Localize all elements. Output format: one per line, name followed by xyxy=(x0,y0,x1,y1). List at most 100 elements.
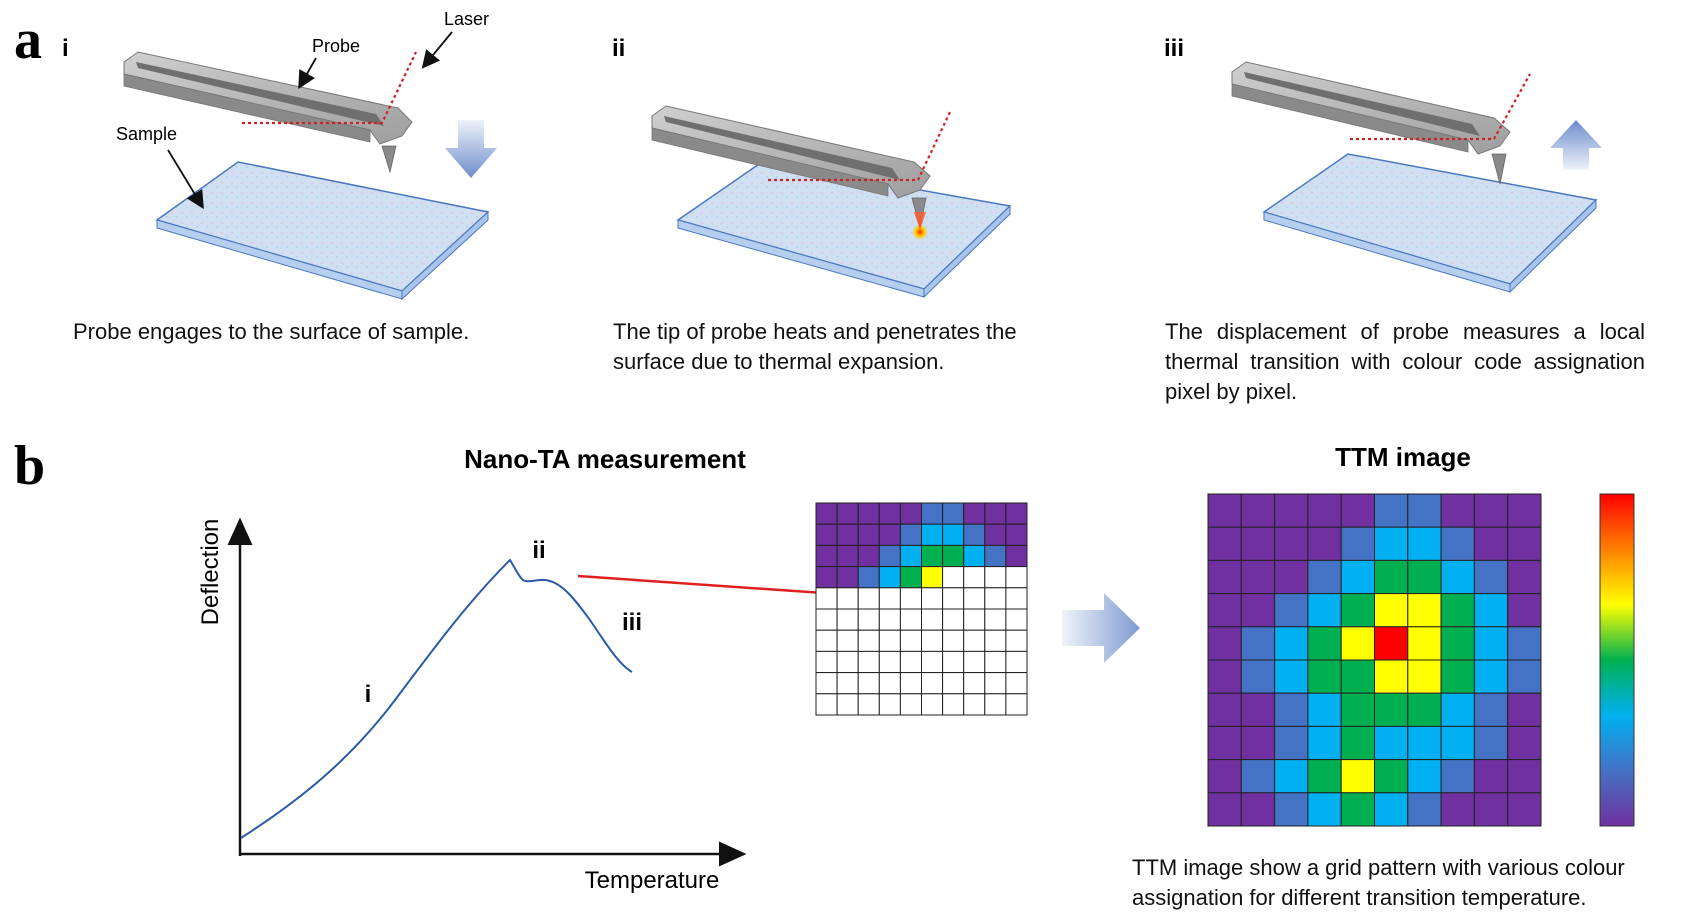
step-iii-numeral: iii xyxy=(1164,35,1184,62)
grid-pixel xyxy=(1374,692,1409,727)
grid-pixel xyxy=(815,523,838,546)
grid-pixel xyxy=(984,629,1007,652)
grid-pixel xyxy=(921,566,944,589)
grid-pixel xyxy=(1473,626,1509,661)
grid-pixel xyxy=(815,672,838,695)
grid-pixel xyxy=(857,544,880,568)
grid-pixel xyxy=(1005,523,1028,546)
grid-pixel xyxy=(1274,593,1309,628)
grid-pixel xyxy=(1207,725,1242,761)
grid-pixel xyxy=(1374,593,1409,628)
grid-pixel xyxy=(1274,559,1309,595)
grid-pixel xyxy=(1374,725,1409,761)
grid-pixel xyxy=(815,566,838,589)
grid-pixel xyxy=(1005,587,1028,610)
grid-pixel xyxy=(1240,792,1276,827)
grid-pixel xyxy=(899,650,923,674)
curve-marker-i: i xyxy=(365,681,372,708)
grid-pixel xyxy=(878,544,901,568)
grid-pixel xyxy=(984,566,1007,589)
grid-pixel xyxy=(899,587,923,610)
grid-pixel xyxy=(1240,725,1276,761)
step-ii-caption: The tip of probe heats and penetrates th… xyxy=(613,319,1017,374)
grid-pixel xyxy=(899,502,923,525)
grid-pixel xyxy=(1473,659,1509,694)
grid-pixel xyxy=(1407,692,1442,727)
grid-pixel xyxy=(1274,526,1309,561)
grid-pixel xyxy=(984,650,1007,674)
step-i-caption: Probe engages to the surface of sample. xyxy=(73,319,470,344)
grid-pixel xyxy=(1005,566,1028,589)
grid-pixel xyxy=(1240,626,1276,661)
grid-pixel xyxy=(1340,626,1375,661)
ttm-image-grid xyxy=(1207,493,1542,827)
grid-pixel xyxy=(899,629,923,652)
grid-pixel xyxy=(921,693,944,716)
down-arrow-icon xyxy=(445,120,497,178)
grid-pixel xyxy=(942,502,965,525)
grid-pixel xyxy=(836,672,859,695)
grid-pixel xyxy=(1307,725,1342,761)
grid-pixel xyxy=(963,650,986,674)
grid-pixel xyxy=(815,544,838,568)
grid-pixel xyxy=(857,523,880,546)
step-ii-numeral: ii xyxy=(612,35,625,62)
grid-pixel xyxy=(878,693,901,716)
grid-pixel xyxy=(1307,593,1342,628)
grid-pixel xyxy=(836,629,859,652)
grid-pixel xyxy=(899,523,923,546)
probe-cantilever xyxy=(123,51,413,174)
grid-pixel xyxy=(1274,759,1309,794)
grid-pixel xyxy=(963,629,986,652)
grid-pixel xyxy=(1340,593,1375,628)
grid-pixel xyxy=(1507,626,1542,661)
grid-pixel xyxy=(963,502,986,525)
grid-pixel xyxy=(1240,493,1276,528)
grid-pixel xyxy=(1274,493,1309,528)
grid-pixel xyxy=(815,693,838,716)
grid-pixel xyxy=(1473,526,1509,561)
grid-pixel xyxy=(1507,725,1542,761)
nano-ta-chart: Deflection Temperature i ii iii xyxy=(197,517,747,894)
colour-bar xyxy=(1599,493,1635,827)
grid-pixel xyxy=(836,587,859,610)
grid-pixel xyxy=(836,608,859,631)
grid-pixel xyxy=(1207,593,1242,628)
ttm-caption: TTM image show a grid pattern with vario… xyxy=(1132,855,1625,910)
heated-spot xyxy=(912,224,928,240)
grid-pixel xyxy=(899,693,923,716)
grid-pixel xyxy=(1374,659,1409,694)
grid-pixel xyxy=(857,693,880,716)
x-axis-label: Temperature xyxy=(585,867,720,894)
grid-pixel xyxy=(836,502,859,525)
grid-pixel xyxy=(1240,659,1276,694)
grid-pixel xyxy=(1240,692,1276,727)
grid-pixel xyxy=(1374,759,1409,794)
grid-pixel xyxy=(1507,659,1542,694)
grid-pixel xyxy=(1240,526,1276,561)
curve-marker-iii: iii xyxy=(622,609,642,636)
grid-pixel xyxy=(1005,693,1028,716)
grid-pixel xyxy=(1407,759,1442,794)
nano-ta-title: Nano-TA measurement xyxy=(464,444,746,474)
grid-pixel xyxy=(857,608,880,631)
grid-pixel xyxy=(878,650,901,674)
grid-pixel xyxy=(984,587,1007,610)
grid-pixel xyxy=(815,502,838,525)
grid-pixel xyxy=(921,523,944,546)
grid-pixel xyxy=(1473,593,1509,628)
grid-pixel xyxy=(963,523,986,546)
grid-pixel xyxy=(1307,626,1342,661)
grid-pixel xyxy=(878,672,901,695)
laser-pointer xyxy=(421,31,453,69)
grid-pixel xyxy=(815,629,838,652)
grid-pixel xyxy=(1374,626,1409,661)
grid-pixel xyxy=(1307,792,1342,827)
grid-pixel xyxy=(1407,593,1442,628)
grid-pixel xyxy=(1207,759,1242,794)
grid-pixel xyxy=(1207,559,1242,595)
grid-pixel xyxy=(1374,493,1409,528)
grid-pixel xyxy=(942,523,965,546)
grid-pixel xyxy=(878,523,901,546)
grid-pixel xyxy=(1005,544,1028,568)
